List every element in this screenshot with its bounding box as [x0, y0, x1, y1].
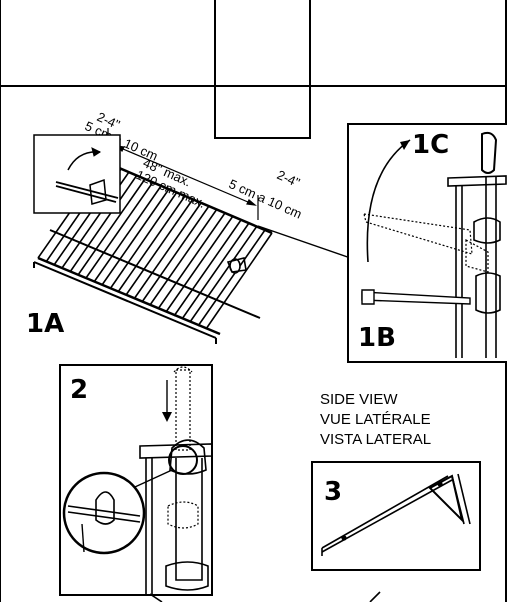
zoom-circle-small — [168, 445, 198, 475]
panel-3: 3 — [311, 461, 481, 571]
bracket-dotted-before — [363, 213, 489, 273]
step-3-label: 3 — [324, 477, 342, 507]
rotate-arrow-head — [400, 140, 410, 150]
side-view-label-en: SIDE VIEW — [320, 391, 398, 408]
step-1c-label: 1C — [412, 130, 449, 160]
detail-inset-1a — [33, 134, 121, 214]
upright-standard — [447, 131, 507, 358]
bracket-dotted-descending — [167, 366, 199, 529]
step-2-label: 2 — [70, 375, 88, 405]
step-1b-label: 1B — [358, 323, 396, 353]
shelf-bracket-clip — [226, 257, 247, 274]
panel-2: 2 — [59, 364, 213, 596]
down-arrow-head — [162, 412, 172, 422]
leader-line — [257, 225, 363, 263]
bottom-arrow-right — [369, 591, 381, 602]
detail-panel-1b-1c: 1C 1B — [347, 123, 507, 363]
zoom-detail — [62, 471, 146, 555]
bottom-arrow-left — [149, 593, 163, 602]
rotate-arrow — [366, 139, 411, 263]
right-range-in: 2-4" — [275, 167, 303, 190]
side-view-label-es: VISTA LATERAL — [320, 431, 431, 448]
side-view-label-fr: VUE LATÉRALE — [320, 411, 431, 428]
bracket-after — [361, 289, 471, 305]
side-view-bracket — [321, 473, 471, 556]
step-1a-label: 1A — [26, 309, 64, 339]
upright-standard-2 — [139, 439, 213, 595]
